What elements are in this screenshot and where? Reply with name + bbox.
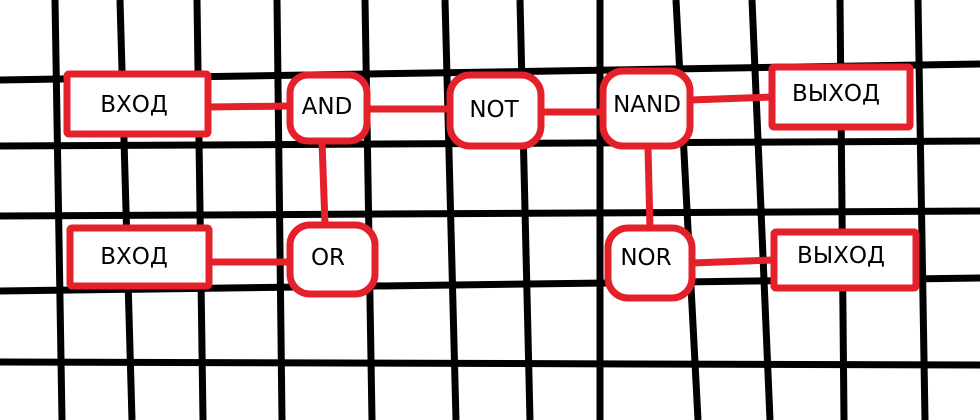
- output-box-bottom: ВЫХОД: [770, 228, 920, 292]
- output-label-bottom: ВЫХОД: [797, 243, 885, 269]
- gate-nand: NAND: [599, 67, 694, 150]
- grid-line-v2: [116, 0, 136, 420]
- connectors: [204, 93, 778, 267]
- grid-line-v11: [836, 0, 848, 420]
- gate-nor-label: NOR: [620, 245, 671, 271]
- gate-and-label: AND: [302, 94, 353, 120]
- grid-line-v10: [748, 0, 774, 420]
- connector-nand-to-output-top: [686, 93, 776, 104]
- grid-line-h3: [0, 207, 980, 220]
- grid-line-v5: [361, 0, 376, 420]
- grid-line-v7: [516, 0, 534, 420]
- grid-line-v4: [273, 0, 286, 420]
- gate-nand-label: NAND: [613, 92, 681, 118]
- gate-or-label: OR: [311, 245, 345, 271]
- gate-not-label: NOT: [469, 97, 519, 123]
- grid-line-v12: [914, 0, 929, 420]
- connector-nand-to-nor: [644, 144, 654, 232]
- gate-nor: NOR: [604, 224, 696, 302]
- gate-and: AND: [286, 71, 371, 145]
- output-label-top: ВЫХОД: [792, 81, 880, 107]
- connector-input-top-to-and: [204, 102, 294, 111]
- grid-line-v3: [193, 0, 207, 420]
- input-label-top: ВХОД: [100, 92, 168, 118]
- connector-nor-to-output-bottom: [688, 256, 778, 267]
- input-box-top: ВХОД: [63, 70, 212, 138]
- grid-line-v6: [441, 0, 460, 420]
- gate-or: OR: [286, 221, 379, 298]
- input-box-bottom: ВХОД: [66, 224, 213, 290]
- grid-line-h5: [0, 358, 980, 369]
- connector-and-to-or: [318, 138, 329, 228]
- output-box-top: ВЫХОД: [768, 63, 914, 131]
- gate-not: NOT: [446, 71, 545, 150]
- nodes: ВХОД AND NOT NAND ВЫХОД ВХОД OR: [63, 63, 920, 302]
- grid-line-v1: [51, 0, 66, 420]
- input-label-bottom: ВХОД: [100, 244, 168, 270]
